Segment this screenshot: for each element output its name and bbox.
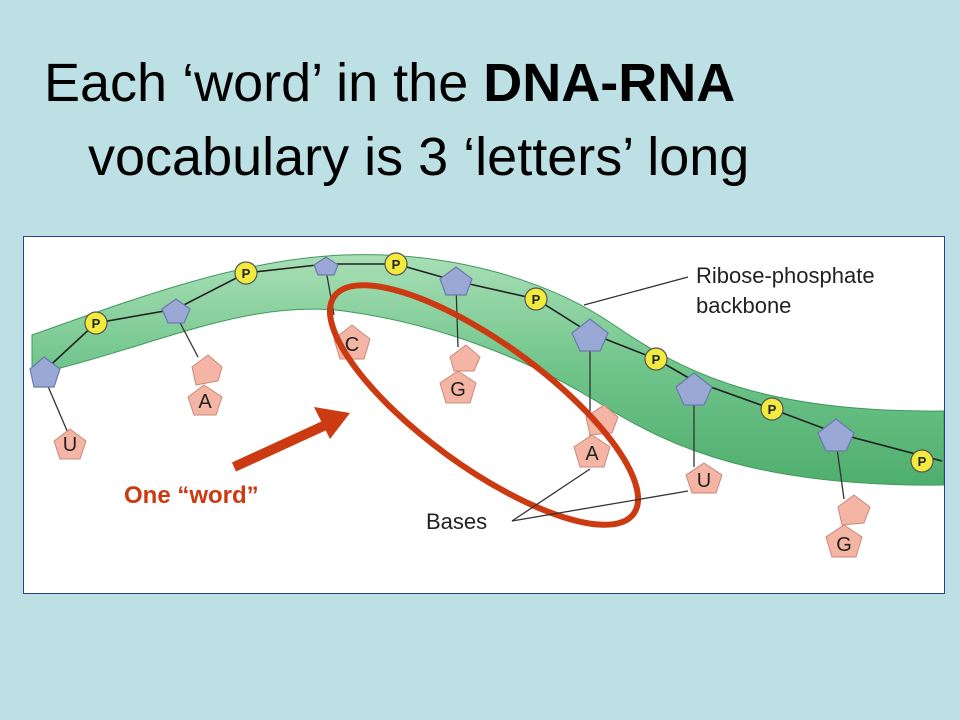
svg-text:P: P: [532, 292, 541, 307]
sugar-4: [439, 266, 473, 296]
svg-text:P: P: [768, 402, 777, 417]
sugar-1: [29, 356, 61, 388]
one-word-label: One “word”: [124, 482, 259, 509]
title-line-2: vocabulary is 3 ‘letters’ long: [88, 127, 750, 187]
phosphate-4: P: [524, 287, 548, 311]
svg-text:P: P: [918, 454, 927, 469]
svg-text:P: P: [242, 266, 251, 281]
bases-pointers: [511, 468, 689, 522]
svg-text:G: G: [836, 534, 852, 556]
backbone-label-line-1: Ribose-phosphate: [696, 263, 875, 288]
title-bold-term: DNA-RNA: [483, 53, 736, 113]
svg-text:U: U: [63, 434, 77, 456]
svg-text:P: P: [92, 316, 101, 331]
sugar-5: [571, 318, 609, 352]
base-g-2: G: [825, 494, 871, 558]
backbone-chain: [41, 263, 943, 462]
phosphate-3: P: [384, 252, 408, 276]
bases: U A C G A U: [53, 324, 871, 558]
title-prefix: Each ‘word’ in the: [44, 53, 484, 113]
backbone-label-line-2: backbone: [696, 293, 791, 318]
title-line-1: Each ‘word’ in the DNA-RNA: [44, 50, 735, 116]
svg-text:A: A: [585, 443, 599, 465]
phosphate-1: P: [84, 311, 108, 335]
sugar-2: [161, 298, 191, 324]
sugar-6: [675, 372, 713, 406]
svg-text:C: C: [345, 334, 359, 356]
sugar-3: [313, 256, 339, 276]
sugars: [29, 256, 855, 452]
backbone-pointer: [583, 276, 689, 306]
svg-text:U: U: [697, 470, 711, 492]
phosphate-2: P: [234, 261, 258, 285]
base-u-2: U: [685, 462, 723, 494]
phosphate-5: P: [644, 347, 668, 371]
phosphates: P P P P P P P: [84, 252, 934, 473]
svg-text:P: P: [652, 352, 661, 367]
base-g-1: G: [439, 344, 481, 404]
word-arrow: [231, 407, 350, 472]
codon-highlight-ellipse: [326, 282, 642, 528]
bases-label: Bases: [426, 509, 487, 534]
base-a-1: A: [187, 354, 223, 416]
phosphate-7: P: [910, 449, 934, 473]
sugar-7: [817, 418, 855, 452]
svg-text:A: A: [198, 391, 212, 413]
phosphate-6: P: [760, 397, 784, 421]
svg-text:G: G: [450, 379, 466, 401]
base-u-1: U: [53, 428, 87, 460]
svg-text:P: P: [392, 257, 401, 272]
backbone-band: [31, 254, 944, 486]
rna-diagram: P P P P P P P U A C: [29, 252, 944, 558]
rna-diagram-panel: P P P P P P P U A C: [23, 236, 945, 594]
